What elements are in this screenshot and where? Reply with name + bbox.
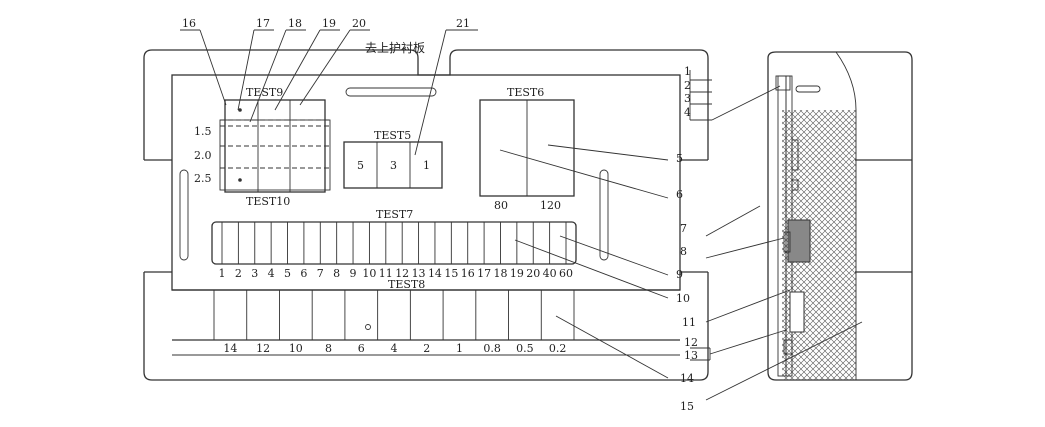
strip-number: 0.2 [549,342,567,355]
ruler-number: 2 [235,267,242,280]
ruler-number: 19 [510,267,524,280]
callout-number: 2 [684,79,691,92]
callout-number: 18 [288,17,302,30]
ruler-number: 40 [543,267,557,280]
callout-number: 11 [682,316,696,329]
ruler-number: 3 [251,267,258,280]
callout-number: 12 [684,336,698,349]
test7-label: TEST7 [376,208,413,221]
strip-number: 6 [358,342,365,355]
callout-number: 17 [256,17,270,30]
test6-block: TEST6 80 120 [479,86,575,212]
strip-number: 8 [325,342,332,355]
callout-number: 16 [182,17,196,30]
strip-number: 2 [423,342,430,355]
test6-label-value: 80 [494,199,508,212]
strip-number: 0.5 [516,342,534,355]
callout-number: 8 [680,245,687,258]
front-view: 去上护衬板 TEST9 1.5 2.0 2.5 TEST10 TEST5 5 [143,17,709,381]
ruler-number: 4 [268,267,275,280]
callout-number: 20 [352,17,366,30]
test5-block: TEST5 5 3 1 [343,129,443,189]
connector-block [787,219,811,263]
test9-side-label: 2.0 [194,149,212,162]
strip-number: 14 [223,342,237,355]
ruler-number: 60 [559,267,573,280]
callout-number: 10 [676,292,690,305]
ruler-number: 20 [526,267,540,280]
callout-number: 6 [676,188,683,201]
ruler-number: 14 [428,267,442,280]
ruler-number: 10 [362,267,376,280]
dot-marker [238,178,242,182]
ruler-number: 6 [300,267,307,280]
callouts-top: 16 17 18 19 20 21 [180,17,478,156]
ruler-number: 18 [493,267,507,280]
top-slot [345,87,437,97]
callouts-front-right [499,144,669,379]
inner-panel [171,74,681,291]
callout-number: 4 [684,106,691,119]
callout-number: 1 [684,65,691,78]
strip-number: 12 [256,342,270,355]
callout-number: 14 [680,372,694,385]
test8-label: TEST8 [388,278,425,291]
test9-side-label: 2.5 [194,172,212,185]
ruler-number: 9 [350,267,357,280]
right-slot [599,169,609,261]
ruler-number: 8 [333,267,340,280]
hole-marker [365,324,371,330]
strip-number: 1 [456,342,463,355]
strip-number: 4 [391,342,398,355]
ruler-number: 17 [477,267,491,280]
test5-cell: 5 [357,159,364,172]
ruler-number: 7 [317,267,324,280]
callout-number: 19 [322,17,336,30]
callout-number: 13 [684,349,698,362]
callout-number: 21 [456,17,470,30]
ruler-number: 5 [284,267,291,280]
test10-label: TEST10 [246,195,290,208]
test5-cell: 1 [423,159,430,172]
test9-label: TEST9 [246,86,283,99]
callout-number: 3 [684,92,691,105]
ruler-number: 13 [412,267,426,280]
ruler-number: 15 [444,267,458,280]
test9-block: TEST9 1.5 2.0 2.5 TEST10 [194,86,331,208]
callout-number: 9 [676,268,683,281]
test8-strip: TEST8 14 12 10 8 6 4 2 1 0.8 0.5 0.2 [172,278,680,356]
strip-number: 10 [289,342,303,355]
strip-number: 0.8 [483,342,501,355]
test9-side-label: 1.5 [194,125,212,138]
test6-label-value: 120 [540,199,561,212]
ruler-number: 11 [379,267,393,280]
ruler-number: 12 [395,267,409,280]
callout-number: 5 [676,152,683,165]
test6-label: TEST6 [507,86,544,99]
panel-caption: 去上护衬板 [365,41,425,55]
left-slot [179,169,189,261]
callout-number: 7 [680,222,687,235]
test5-label: TEST5 [374,129,411,142]
dot-marker [238,108,242,112]
test5-cell: 3 [390,159,397,172]
callout-number: 15 [680,400,694,413]
ruler-number: 1 [219,267,226,280]
side-view: 1 2 3 4 5 6 7 8 9 10 11 12 13 14 15 [676,51,913,413]
ruler-number: 16 [461,267,475,280]
